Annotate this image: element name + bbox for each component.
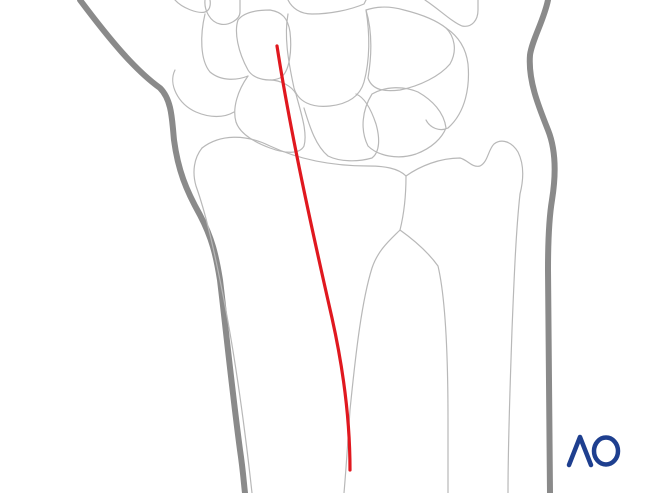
carpal-capitate-top: [287, 0, 367, 15]
carpal-lunate: [303, 93, 380, 162]
ao-logo-letter-o: [591, 435, 621, 467]
radius-articular-surface: [201, 136, 407, 177]
skin-outline-right: [526, 0, 558, 493]
skin-outline-left: [77, 0, 248, 493]
carpal-scaphoid: [234, 75, 306, 153]
carpal-hamate-hook: [425, 27, 470, 131]
ulna-ulnar-border: [507, 193, 521, 493]
carpal-hamate: [365, 6, 455, 92]
radius-ulnar-border: [343, 175, 407, 493]
incision-line: [275, 44, 352, 472]
carpal-scaphoid-distal: [201, 13, 249, 80]
carpal-capitate: [285, 9, 370, 107]
carpal-hamate-top: [424, 0, 479, 27]
carpal-triquetrum: [362, 87, 447, 158]
ao-logo: [566, 434, 621, 468]
ulna-radial-border: [399, 229, 449, 493]
carpal-scaphoid-tubercle: [172, 69, 235, 118]
carpal-trapezium: [174, 0, 211, 13]
carpal-trapezoid: [204, 0, 241, 25]
ao-logo-letter-a: [566, 434, 594, 468]
radius-outline: [193, 147, 253, 493]
ulna-head: [405, 140, 524, 195]
carpal-trapezoid-body: [235, 9, 292, 81]
